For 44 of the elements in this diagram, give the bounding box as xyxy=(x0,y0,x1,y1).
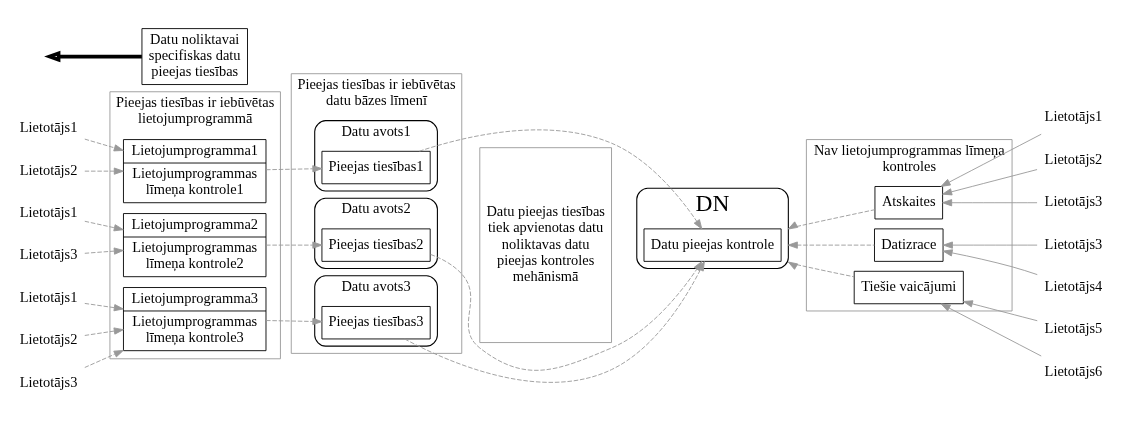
node-box: Atskaites xyxy=(874,185,944,219)
node-box: Datu pieejas tiesības tiek apvienotas datu noliktavas datu pieejas kontroles mehānismā xyxy=(479,146,612,343)
arrow xyxy=(84,167,124,175)
arrow xyxy=(940,133,1042,187)
node-text: Lietotājs5 xyxy=(1044,319,1103,336)
node-text: Lietotājs3 xyxy=(19,245,78,262)
node-text: Lietotājs3 xyxy=(19,373,78,390)
node-box: Datizrace xyxy=(874,227,944,262)
node-text: Lietotājs1 xyxy=(19,203,78,220)
node-box: Pieejas tiesības3 xyxy=(321,305,431,339)
node-text: Lietotājs2 xyxy=(19,330,78,347)
arrow xyxy=(787,208,876,229)
arrow xyxy=(84,220,124,231)
arrow xyxy=(419,129,703,229)
arrow xyxy=(940,302,1042,356)
node-box: Datu noliktavai specifiskas datu pieejas tiesības xyxy=(141,27,248,85)
arrow xyxy=(942,198,1038,206)
node-text: Lietotājs6 xyxy=(1044,362,1103,379)
arrow xyxy=(84,138,124,151)
arrow xyxy=(942,248,1038,275)
node-box: Pieejas tiesības2 xyxy=(321,227,431,262)
arrow xyxy=(787,241,875,249)
node-text: Lietotājs3 xyxy=(1044,235,1103,252)
node-text: Lietotājs2 xyxy=(1044,150,1103,167)
node-text: Lietotājs4 xyxy=(1044,277,1103,294)
arrow xyxy=(265,241,323,249)
node-text: Lietotājs3 xyxy=(1044,192,1103,209)
arrow xyxy=(84,302,124,311)
arrow xyxy=(265,164,323,172)
node-box: Pieejas tiesības1 xyxy=(321,150,431,184)
node-text: Lietotājs1 xyxy=(1044,107,1103,124)
node-text: Lietotājs1 xyxy=(19,118,78,135)
arrow xyxy=(265,317,323,325)
arrow xyxy=(942,241,1038,249)
node-box: Tiešie vaicājumi xyxy=(853,270,964,304)
arrow xyxy=(942,168,1038,195)
arrow xyxy=(963,299,1038,321)
arrow xyxy=(787,261,855,277)
arrow xyxy=(84,326,124,336)
node-text: Lietotājs2 xyxy=(19,161,78,178)
arrow xyxy=(84,247,124,255)
arrow xyxy=(84,349,124,368)
node-box: Datu pieejas kontrole xyxy=(643,227,782,262)
node-text: Lietotājs1 xyxy=(19,288,78,305)
